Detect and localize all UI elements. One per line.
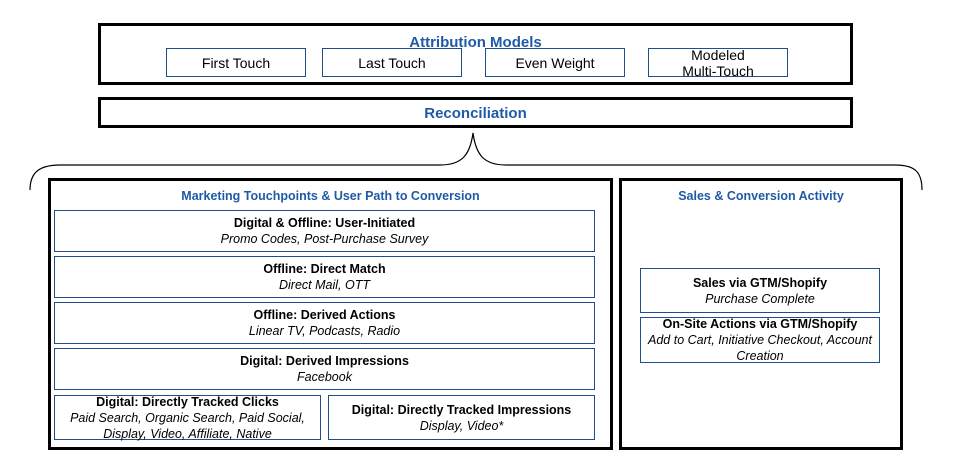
touchpoint-title: Offline: Direct Match xyxy=(263,262,386,276)
touchpoint-subtitle: Direct Mail, OTT xyxy=(279,278,370,292)
touchpoint-user-initiated: Digital & Offline: User-Initiated Promo … xyxy=(54,210,595,252)
touchpoint-tracked-clicks: Digital: Directly Tracked Clicks Paid Se… xyxy=(54,394,321,441)
touchpoint-subtitle: Facebook xyxy=(297,370,352,384)
touchpoint-tracked-impressions: Digital: Directly Tracked Impressions Di… xyxy=(328,395,595,440)
touchpoint-derived-actions: Offline: Derived Actions Linear TV, Podc… xyxy=(54,302,595,344)
sales-item-title: Sales via GTM/Shopify xyxy=(692,275,828,290)
touchpoint-title: Digital & Offline: User-Initiated xyxy=(233,216,416,230)
touchpoint-title: Offline: Derived Actions xyxy=(253,308,396,322)
model-last-touch: Last Touch xyxy=(322,48,462,77)
touchpoint-title: Digital: Directly Tracked Impressions xyxy=(351,402,572,417)
sales-item-subtitle: Add to Cart, Initiative Checkout, Accoun… xyxy=(648,333,872,363)
touchpoint-subtitle: Display, Video* xyxy=(419,418,504,433)
model-first-touch: First Touch xyxy=(166,48,306,77)
touchpoint-subtitle: Promo Codes, Post-Purchase Survey xyxy=(220,232,429,246)
model-even-weight: Even Weight xyxy=(485,48,625,77)
touchpoint-derived-impressions: Digital: Derived Impressions Facebook xyxy=(54,348,595,390)
touchpoints-title: Marketing Touchpoints & User Path to Con… xyxy=(181,189,480,203)
touchpoint-direct-match: Offline: Direct Match Direct Mail, OTT xyxy=(54,256,595,298)
onsite-actions-via-gtm: On-Site Actions via GTM/Shopify Add to C… xyxy=(640,317,880,363)
reconciliation-panel: Reconciliation xyxy=(98,97,853,128)
touchpoint-title: Digital: Directly Tracked Clicks xyxy=(96,394,279,409)
model-modeled-multi-touch: Modeled Multi-Touch xyxy=(648,47,788,79)
touchpoint-subtitle: Paid Search, Organic Search, Paid Social… xyxy=(70,410,305,441)
sales-via-gtm: Sales via GTM/Shopify Purchase Complete xyxy=(640,268,880,313)
touchpoint-title: Digital: Derived Impressions xyxy=(240,354,409,368)
touchpoint-subtitle: Linear TV, Podcasts, Radio xyxy=(248,324,401,338)
sales-item-subtitle: Purchase Complete xyxy=(705,291,815,306)
sales-panel: Sales & Conversion Activity xyxy=(619,178,903,450)
sales-title: Sales & Conversion Activity xyxy=(678,189,844,203)
reconciliation-title: Reconciliation xyxy=(424,105,527,122)
attribution-models-title: Attribution Models xyxy=(409,34,542,51)
sales-item-title: On-Site Actions via GTM/Shopify xyxy=(662,317,858,331)
